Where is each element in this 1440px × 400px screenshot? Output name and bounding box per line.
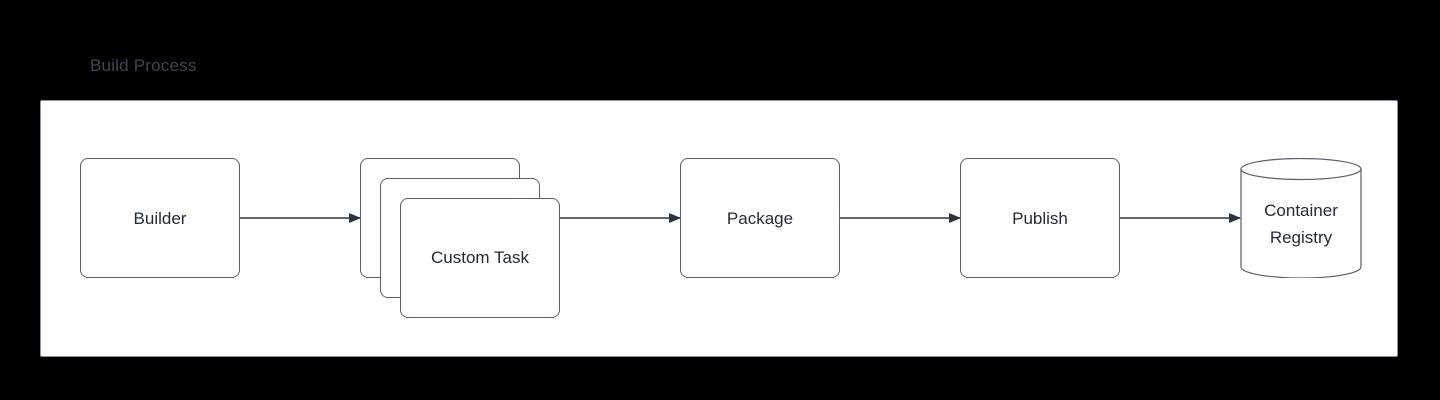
- cylinder-shape: [1240, 157, 1362, 279]
- node-package[interactable]: Package: [680, 158, 840, 278]
- node-builder[interactable]: Builder: [80, 158, 240, 278]
- node-publish[interactable]: Publish: [960, 158, 1120, 278]
- card-front-layer[interactable]: Custom Task: [400, 198, 560, 318]
- node-container-registry[interactable]: Container Registry: [1240, 157, 1362, 279]
- node-custom-task-stack[interactable]: Custom Task: [360, 158, 560, 318]
- diagram-title: Build Process: [90, 56, 197, 75]
